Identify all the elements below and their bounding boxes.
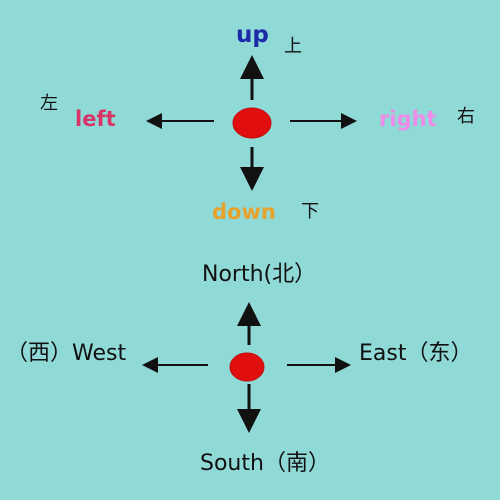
right-label-cn: 右 xyxy=(457,106,475,127)
down-label-cn: 下 xyxy=(301,201,319,222)
south-label: South（南） xyxy=(200,451,330,476)
right-label-en: right xyxy=(379,107,437,131)
west-label: （西）West xyxy=(6,341,127,366)
up-label-cn: 上 xyxy=(284,36,302,57)
north-label: North(北） xyxy=(202,262,317,287)
bottom-center-dot xyxy=(229,352,265,382)
top-center-dot xyxy=(232,107,272,139)
top-direction-diagram xyxy=(146,55,357,191)
left-label-cn: 左 xyxy=(40,93,58,114)
left-label-en: left xyxy=(75,107,116,131)
down-label-en: down xyxy=(212,200,276,224)
bottom-compass-diagram xyxy=(142,302,351,433)
east-label: East（东） xyxy=(359,341,473,366)
up-label-en: up xyxy=(236,22,269,48)
